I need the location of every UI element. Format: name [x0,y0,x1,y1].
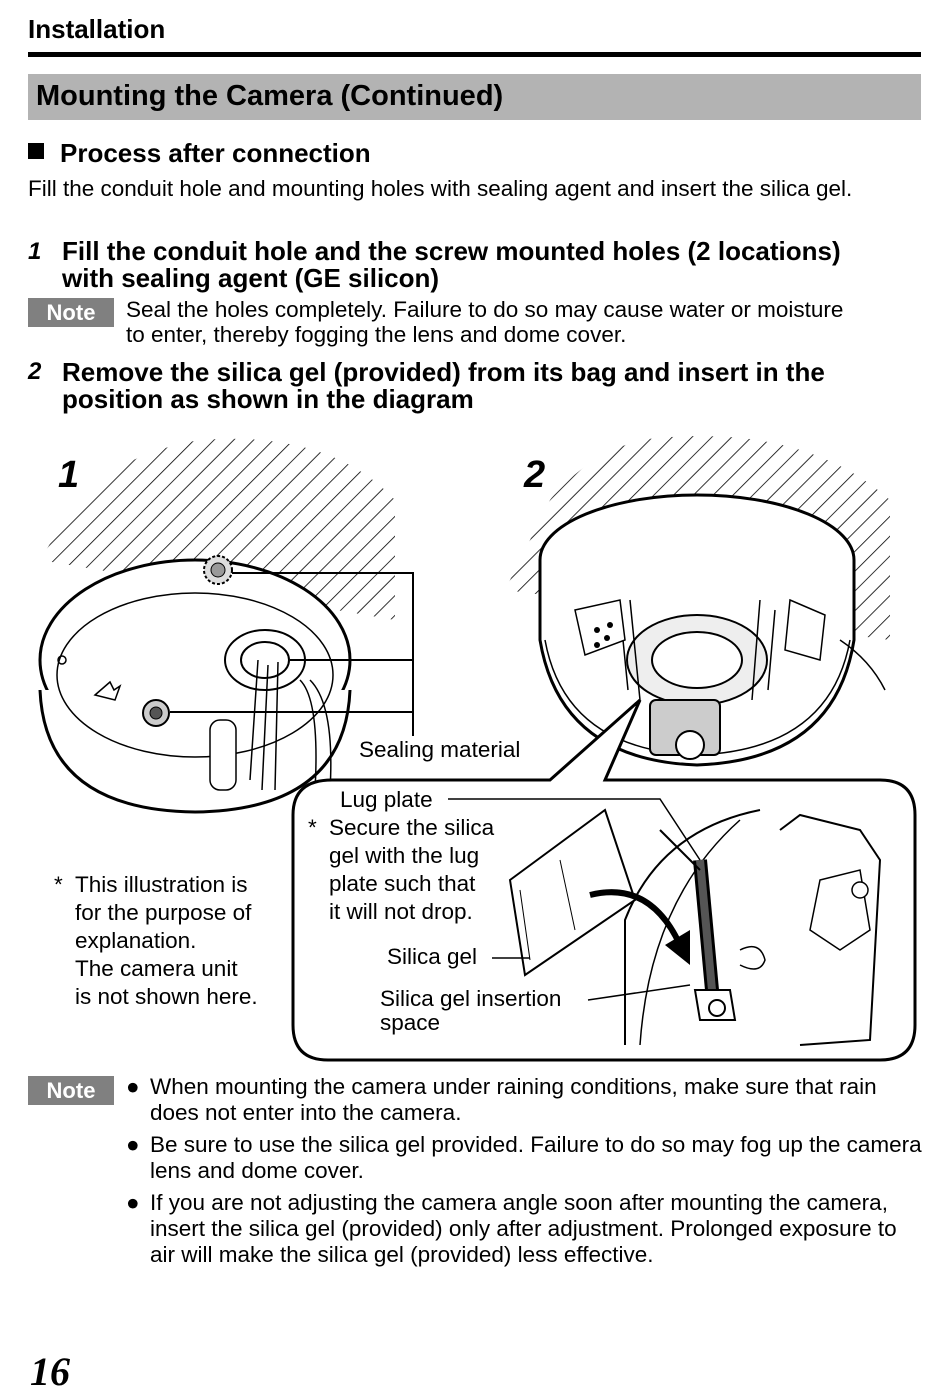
process-intro: Fill the conduit hole and mounting holes… [28,176,853,201]
silica-gel-label: Silica gel [387,944,478,969]
step-1-text: Fill the conduit hole and the screw moun… [62,238,841,292]
page-title: Mounting the Camera (Continued) [36,80,504,112]
note-badge: Note [28,1076,114,1105]
process-heading: Process after connection [28,138,371,169]
illustration-note-line: This illustration is [75,872,248,897]
bullet-icon: ● [126,1074,140,1099]
header-rule [28,52,921,57]
illustration-note: This illustration is for the purpose of … [75,871,258,1011]
square-bullet-icon [28,143,44,159]
secure-note-line: it will not drop. [329,899,473,924]
note-2-bullets: ● When mounting the camera under raining… [124,1074,924,1274]
bullet-text: If you are not adjusting the camera angl… [150,1190,897,1267]
bullet-text: When mounting the camera under raining c… [150,1074,877,1125]
illustration-note-line: for the purpose of [75,900,252,925]
bullet-icon: ● [126,1190,140,1215]
list-item: ● If you are not adjusting the camera an… [124,1190,924,1268]
illustration-note-line: explanation. [75,928,197,953]
page-title-bar: Mounting the Camera (Continued) [28,74,921,120]
bullet-text: Be sure to use the silica gel provided. … [150,1132,922,1183]
note-1-line-1: Seal the holes completely. Failure to do… [126,297,844,322]
secure-note-line: gel with the lug [329,843,480,868]
list-item: ● Be sure to use the silica gel provided… [124,1132,924,1184]
camera-base-illustration [38,555,352,814]
secure-note: Secure the silica gel with the lug plate… [329,814,494,926]
step-1-line-1: Fill the conduit hole and the screw moun… [62,236,841,266]
illustration-asterisk: * [54,872,63,897]
lug-plate-label: Lug plate [340,787,433,812]
secure-asterisk: * [308,815,317,840]
camera-unit-illustration [538,493,886,767]
insertion-space-label: Silica gel insertion space [380,987,561,1035]
insertion-space-line: space [380,1010,441,1035]
step-2-number: 2 [28,358,42,385]
step-1-number: 1 [28,238,42,265]
sealing-material-label: Sealing material [357,736,523,764]
list-item: ● When mounting the camera under raining… [124,1074,924,1126]
illustration-note-line: The camera unit [75,956,238,981]
step-2-line-1: Remove the silica gel (provided) from it… [62,357,825,387]
section-title: Installation [28,14,166,44]
secure-note-line: plate such that [329,871,476,896]
page-number: 16 [30,1349,70,1394]
sealing-leader-lines [170,572,414,740]
step-2-text: Remove the silica gel (provided) from it… [62,359,825,413]
process-heading-text: Process after connection [60,138,371,168]
step-2-line-2: position as shown in the diagram [62,384,474,414]
figure-2-label: 2 [524,454,546,496]
bullet-icon: ● [126,1132,140,1157]
illustration-note-line: is not shown here. [75,984,258,1009]
note-badge: Note [28,298,114,327]
figure-1-label: 1 [58,454,80,496]
step-1-line-2: with sealing agent (GE silicon) [62,263,440,293]
secure-note-line: Secure the silica [329,815,495,840]
note-1-line-2: to enter, thereby fogging the lens and d… [126,322,627,347]
note-1-text: Seal the holes completely. Failure to do… [126,297,843,347]
label-leaders [448,798,701,1001]
silica-gel-detail [508,808,882,1046]
insertion-space-line: Silica gel insertion [380,986,562,1011]
